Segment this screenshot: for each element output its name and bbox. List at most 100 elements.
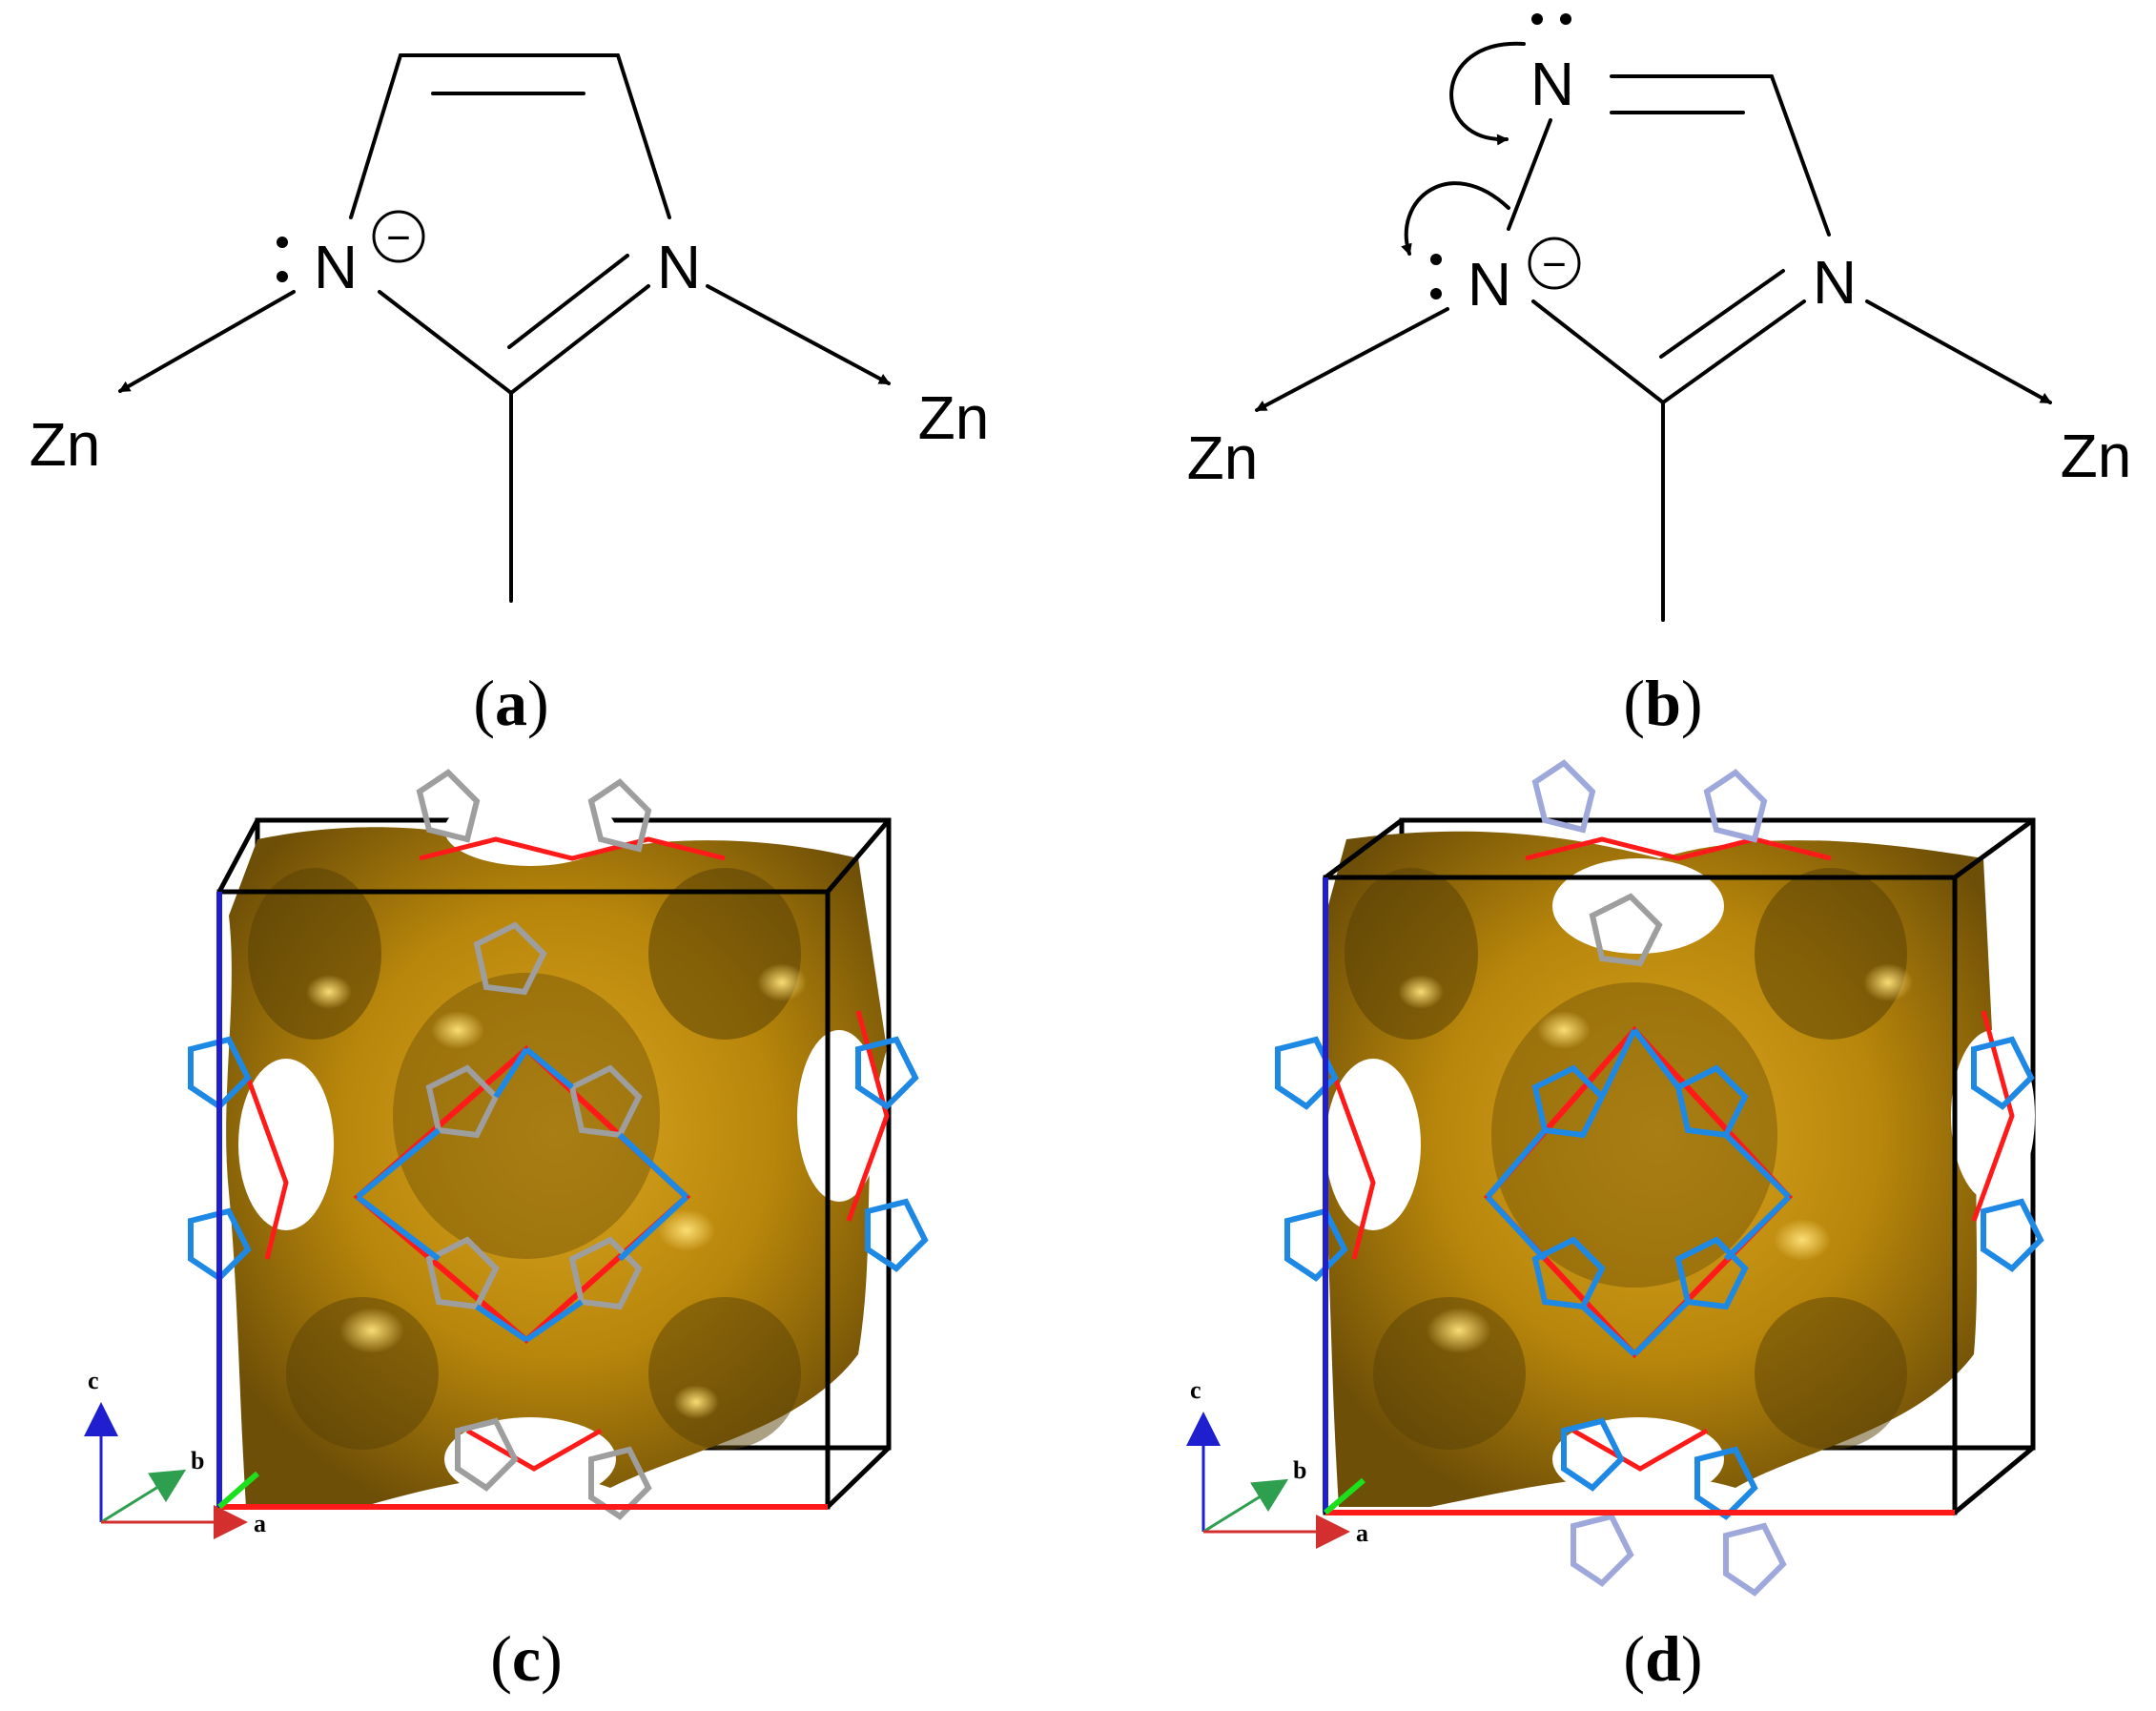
bond bbox=[1531, 299, 1665, 404]
cavity-highlight bbox=[1427, 1308, 1491, 1353]
cavity-pocket bbox=[1491, 982, 1777, 1288]
cavity-pocket bbox=[648, 1297, 801, 1450]
bond bbox=[378, 290, 513, 395]
negative-charge: − bbox=[1542, 241, 1567, 288]
bond bbox=[1661, 299, 1806, 404]
cavity-pocket bbox=[1755, 868, 1907, 1040]
bond bbox=[509, 284, 650, 395]
bond bbox=[349, 53, 402, 219]
unit-cell-edge bbox=[1953, 817, 2035, 880]
unit-cell-edge bbox=[826, 1446, 891, 1509]
n-bond bbox=[1485, 1194, 1548, 1262]
linker-cluster bbox=[1531, 759, 1768, 843]
linker-cluster bbox=[455, 1417, 652, 1520]
cavity-highlight bbox=[1398, 975, 1444, 1009]
triazolate-ring bbox=[1674, 1064, 1749, 1139]
n-bond bbox=[617, 1132, 689, 1200]
imidazolate-ring bbox=[568, 1064, 643, 1139]
pore-window bbox=[1325, 1059, 1421, 1230]
axis-b-arrow bbox=[1202, 1478, 1289, 1534]
cavity-highlight bbox=[1537, 1011, 1591, 1049]
axis-label-a: a bbox=[1356, 1519, 1368, 1547]
cavity-pocket bbox=[1755, 1297, 1907, 1450]
bond bbox=[507, 254, 629, 349]
triazolate-ring bbox=[1531, 1236, 1606, 1310]
curved-arrow bbox=[1449, 41, 1526, 146]
lone-pair-dot bbox=[1430, 254, 1442, 265]
unit-cell-edge bbox=[216, 818, 260, 894]
n-bond bbox=[1723, 1132, 1792, 1200]
panel-label-c: (c) bbox=[490, 1622, 563, 1695]
pore-window bbox=[1552, 1417, 1724, 1501]
curved-arrow bbox=[1401, 181, 1510, 256]
panel-label-d: (d) bbox=[1623, 1622, 1702, 1695]
axis-label-a: a bbox=[254, 1510, 266, 1537]
n-bond bbox=[1580, 1304, 1637, 1357]
unit-cell-edge bbox=[826, 818, 891, 894]
lone-pair-dot bbox=[1430, 288, 1442, 299]
atom-zn: Zn bbox=[2061, 422, 2132, 490]
atom-n: N bbox=[1468, 250, 1511, 319]
unit-cell-edge bbox=[1324, 818, 1404, 879]
cavity-highlight bbox=[673, 1385, 719, 1419]
cell-axis-b bbox=[1324, 1477, 1365, 1515]
bond bbox=[1255, 307, 1449, 412]
cavity-highlight bbox=[306, 975, 352, 1009]
zn-linkage bbox=[245, 1077, 289, 1260]
imidazolate-ring bbox=[568, 1236, 643, 1310]
linker-cluster bbox=[1561, 1417, 1758, 1520]
cavity-highlight bbox=[658, 1209, 715, 1251]
unit-cell-edge bbox=[1953, 1446, 2035, 1515]
bond bbox=[1865, 299, 2052, 404]
linker-cluster bbox=[855, 1036, 929, 1272]
n-bond bbox=[1599, 1028, 1637, 1099]
cavity-highlight bbox=[1863, 963, 1913, 1001]
lone-pair-dot bbox=[277, 271, 288, 282]
linker-molecules bbox=[1275, 759, 2044, 1597]
axis-label-b: b bbox=[191, 1447, 204, 1474]
n-bond bbox=[356, 1194, 441, 1262]
zn-linkage bbox=[419, 836, 726, 861]
imidazolate-ring bbox=[473, 921, 547, 996]
panel-d-framework: c b a bbox=[1186, 759, 2044, 1597]
linker-cluster bbox=[188, 1036, 252, 1282]
zn-linkage bbox=[465, 1428, 603, 1472]
atom-n: N bbox=[314, 233, 358, 301]
n-bond bbox=[493, 1047, 529, 1099]
panel-label-a: (a) bbox=[473, 667, 548, 739]
cavity-highlight bbox=[339, 1308, 404, 1353]
axis-label-c: c bbox=[88, 1367, 99, 1394]
n-bond bbox=[617, 1194, 689, 1262]
triazolate-ring bbox=[1531, 1064, 1606, 1139]
pore-window bbox=[444, 1417, 616, 1501]
zn-linkage bbox=[1332, 1077, 1376, 1260]
negative-charge: − bbox=[386, 215, 411, 261]
n-bond bbox=[524, 1046, 574, 1090]
axis-label-c: c bbox=[1190, 1376, 1201, 1404]
imidazolate-ring bbox=[425, 1236, 500, 1310]
cell-axis-b bbox=[217, 1471, 259, 1510]
n-bond bbox=[1632, 1299, 1691, 1357]
panel-label-b: (b) bbox=[1623, 667, 1702, 739]
n-bond bbox=[1723, 1194, 1792, 1262]
atom-zn: Zn bbox=[30, 410, 101, 479]
bond bbox=[1659, 269, 1785, 359]
panel-a-structure: N N Zn Zn − bbox=[30, 53, 989, 603]
pore-window bbox=[444, 794, 616, 866]
cavity-highlight bbox=[431, 1011, 484, 1049]
axis-b-arrow bbox=[100, 1469, 187, 1524]
bond bbox=[1770, 74, 1831, 237]
zn-linkage bbox=[1571, 1428, 1709, 1472]
linker-cluster bbox=[416, 769, 652, 853]
linker-cluster bbox=[1275, 1036, 1348, 1282]
triazolate-ring bbox=[1589, 893, 1663, 967]
linker-molecules bbox=[188, 769, 929, 1520]
pore-window bbox=[238, 1059, 334, 1230]
charge-circle bbox=[1528, 237, 1581, 290]
panel-c-framework: c b a bbox=[84, 769, 929, 1539]
cavity-highlight bbox=[757, 963, 807, 1001]
bond bbox=[1507, 118, 1552, 231]
lone-pair-dot bbox=[1560, 13, 1571, 25]
n-bond bbox=[475, 1304, 528, 1343]
